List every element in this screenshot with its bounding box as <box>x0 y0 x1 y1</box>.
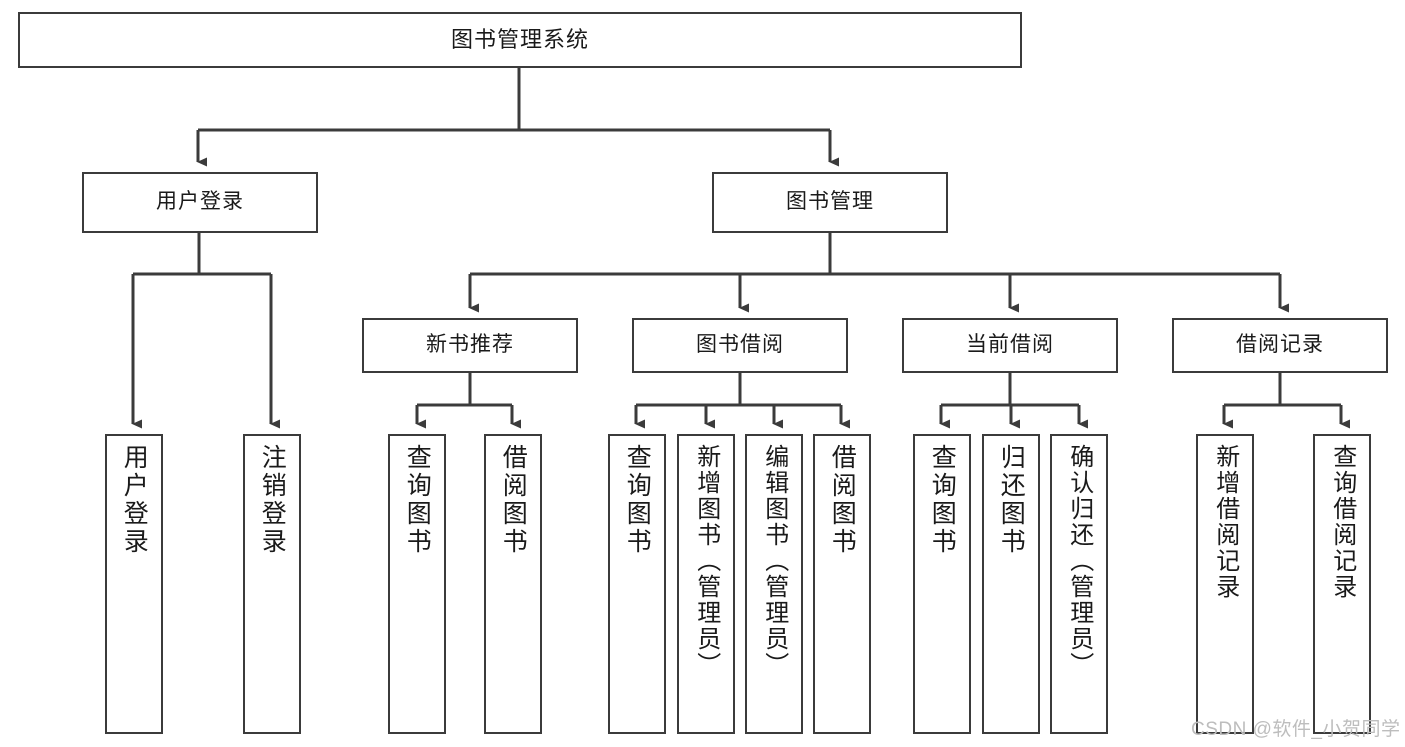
node-borrow-records-label: 借阅记录 <box>1236 333 1324 357</box>
leaf-records-add-record-label: 新增借阅记录 <box>1211 444 1239 600</box>
node-root-label: 图书管理系统 <box>450 26 589 52</box>
leaf-records-query-record[interactable]: 查询借阅记录 <box>1313 434 1371 734</box>
node-root[interactable]: 图书管理系统 <box>18 12 1022 68</box>
node-borrow-records[interactable]: 借阅记录 <box>1172 318 1388 373</box>
leaf-records-add-record[interactable]: 新增借阅记录 <box>1196 434 1254 734</box>
node-book-borrow[interactable]: 图书借阅 <box>632 318 848 373</box>
leaf-current-confirm-return-admin[interactable]: 确认归还（管理员） <box>1050 434 1108 734</box>
csdn-watermark: CSDN @软件_小贺同学 <box>1191 719 1401 740</box>
leaf-current-confirm-return-admin-label: 确认归还（管理员） <box>1065 444 1093 678</box>
leaf-newbook-query-books-label: 查询图书 <box>403 444 432 556</box>
node-book-borrow-label: 图书借阅 <box>696 333 784 357</box>
leaf-current-query-books-label: 查询图书 <box>928 444 957 556</box>
leaf-current-return-books[interactable]: 归还图书 <box>982 434 1040 734</box>
node-current-borrow[interactable]: 当前借阅 <box>902 318 1118 373</box>
leaf-user-logout[interactable]: 注销登录 <box>243 434 301 734</box>
leaf-borrow-edit-book-admin-label: 编辑图书（管理员） <box>760 444 788 678</box>
node-user-login-label: 用户登录 <box>156 190 244 214</box>
leaf-borrow-add-book-admin[interactable]: 新增图书（管理员） <box>677 434 735 734</box>
leaf-borrow-borrow-books-label: 借阅图书 <box>828 444 857 556</box>
leaf-current-return-books-label: 归还图书 <box>997 444 1026 556</box>
node-book-management-label: 图书管理 <box>786 190 874 214</box>
leaf-user-login[interactable]: 用户登录 <box>105 434 163 734</box>
leaf-records-query-record-label: 查询借阅记录 <box>1328 444 1356 600</box>
leaf-borrow-add-book-admin-label: 新增图书（管理员） <box>692 444 720 678</box>
leaf-borrow-edit-book-admin[interactable]: 编辑图书（管理员） <box>745 434 803 734</box>
node-user-login[interactable]: 用户登录 <box>82 172 318 233</box>
leaf-borrow-query-books[interactable]: 查询图书 <box>608 434 666 734</box>
node-new-book-recommend-label: 新书推荐 <box>426 333 514 357</box>
leaf-borrow-borrow-books[interactable]: 借阅图书 <box>813 434 871 734</box>
leaf-newbook-query-books[interactable]: 查询图书 <box>388 434 446 734</box>
node-current-borrow-label: 当前借阅 <box>966 333 1054 357</box>
leaf-user-login-label: 用户登录 <box>120 444 149 556</box>
leaf-newbook-borrow-books-label: 借阅图书 <box>499 444 528 556</box>
node-book-management[interactable]: 图书管理 <box>712 172 948 233</box>
leaf-user-logout-label: 注销登录 <box>258 444 287 556</box>
leaf-current-query-books[interactable]: 查询图书 <box>913 434 971 734</box>
leaf-newbook-borrow-books[interactable]: 借阅图书 <box>484 434 542 734</box>
leaf-borrow-query-books-label: 查询图书 <box>623 444 652 556</box>
node-new-book-recommend[interactable]: 新书推荐 <box>362 318 578 373</box>
